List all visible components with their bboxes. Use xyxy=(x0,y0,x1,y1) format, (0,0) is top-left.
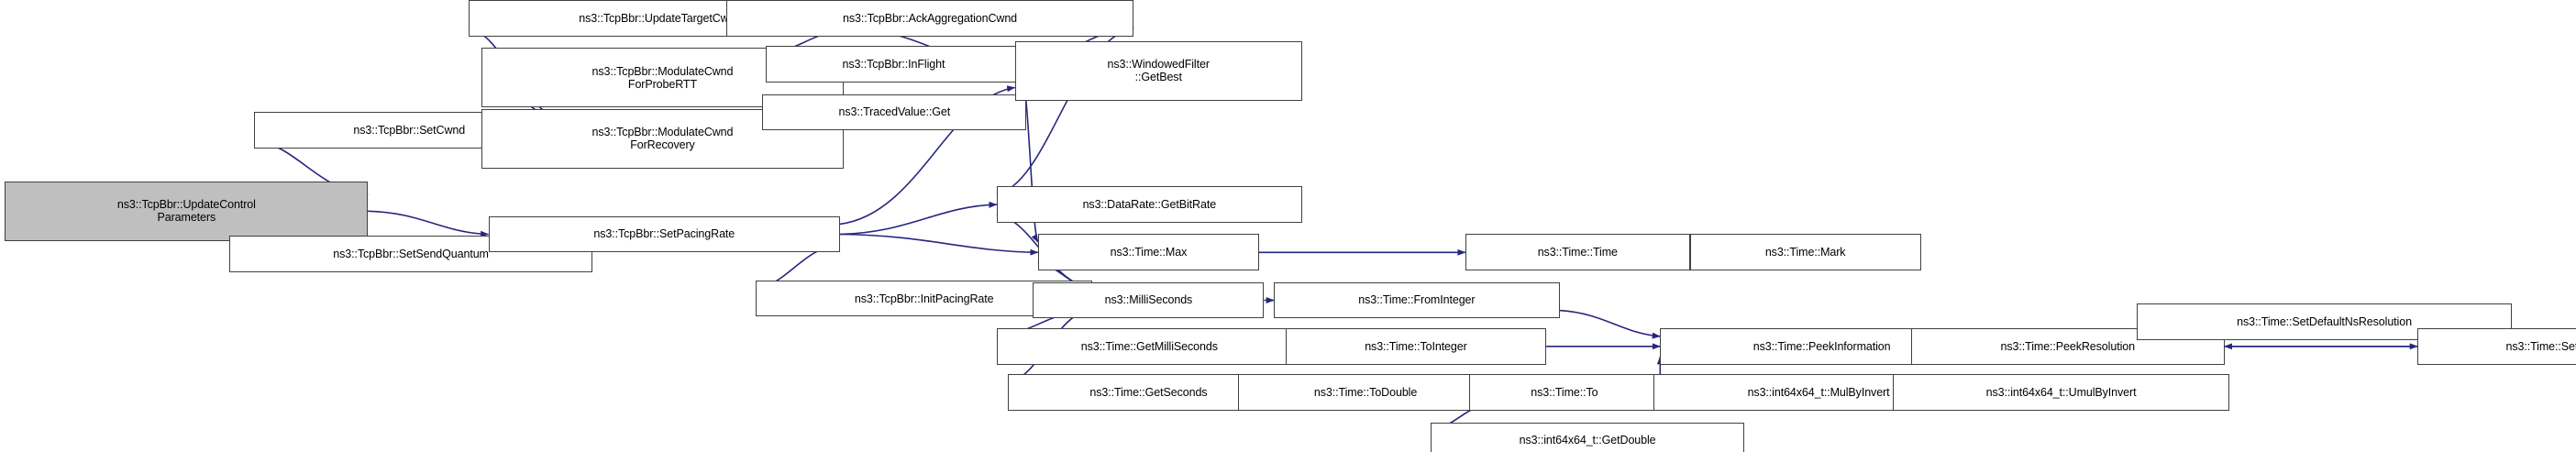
graph-edge xyxy=(839,201,998,236)
graph-node[interactable]: ns3::int64x64_t::GetDouble xyxy=(1431,422,1745,452)
graph-node[interactable]: ns3::Time::ToInteger xyxy=(1285,328,1547,365)
graph-node[interactable]: ns3::Time::Mark xyxy=(1689,234,1921,271)
graph-node[interactable]: ns3::TracedValue::Get xyxy=(762,94,1027,131)
graph-node[interactable]: ns3::TcpBbr::AckAggregationCwnd xyxy=(725,0,1134,37)
graph-node[interactable]: ns3::Time::GetMilliSeconds xyxy=(996,328,1302,365)
graph-node[interactable]: ns3::DataRate::GetBitRate xyxy=(996,186,1302,223)
graph-node[interactable]: ns3::Time::ToDouble xyxy=(1237,374,1494,411)
graph-node[interactable]: ns3::MilliSeconds xyxy=(1033,281,1265,319)
graph-node[interactable]: ns3::TcpBbr::SetPacingRate xyxy=(488,215,840,253)
graph-node[interactable]: ns3::TcpBbr::InFlight xyxy=(765,46,1022,83)
graph-node[interactable]: ns3::Time::Max xyxy=(1037,234,1259,271)
graph-node[interactable]: ns3::Time::PeekResolution xyxy=(1910,328,2225,365)
graph-node[interactable]: ns3::Time::SetResolution xyxy=(2417,328,2576,365)
graph-node[interactable]: ns3::Time::Time xyxy=(1465,234,1690,271)
graph-node[interactable]: ns3::TcpBbr::SetSendQuantum xyxy=(229,236,592,272)
graph-edge xyxy=(368,210,490,237)
graph-edge xyxy=(1559,309,1661,339)
graph-edge xyxy=(839,233,1039,256)
graph-node[interactable]: ns3::WindowedFilter ::GetBest xyxy=(1014,40,1302,101)
graph-node[interactable]: ns3::int64x64_t::UmulByInvert xyxy=(1893,374,2230,411)
graph-node[interactable]: ns3::Time::FromInteger xyxy=(1274,281,1560,319)
graph-node[interactable]: ns3::Time::To xyxy=(1468,374,1661,411)
graph-node[interactable]: ns3::TcpBbr::UpdateControl Parameters xyxy=(5,181,369,241)
